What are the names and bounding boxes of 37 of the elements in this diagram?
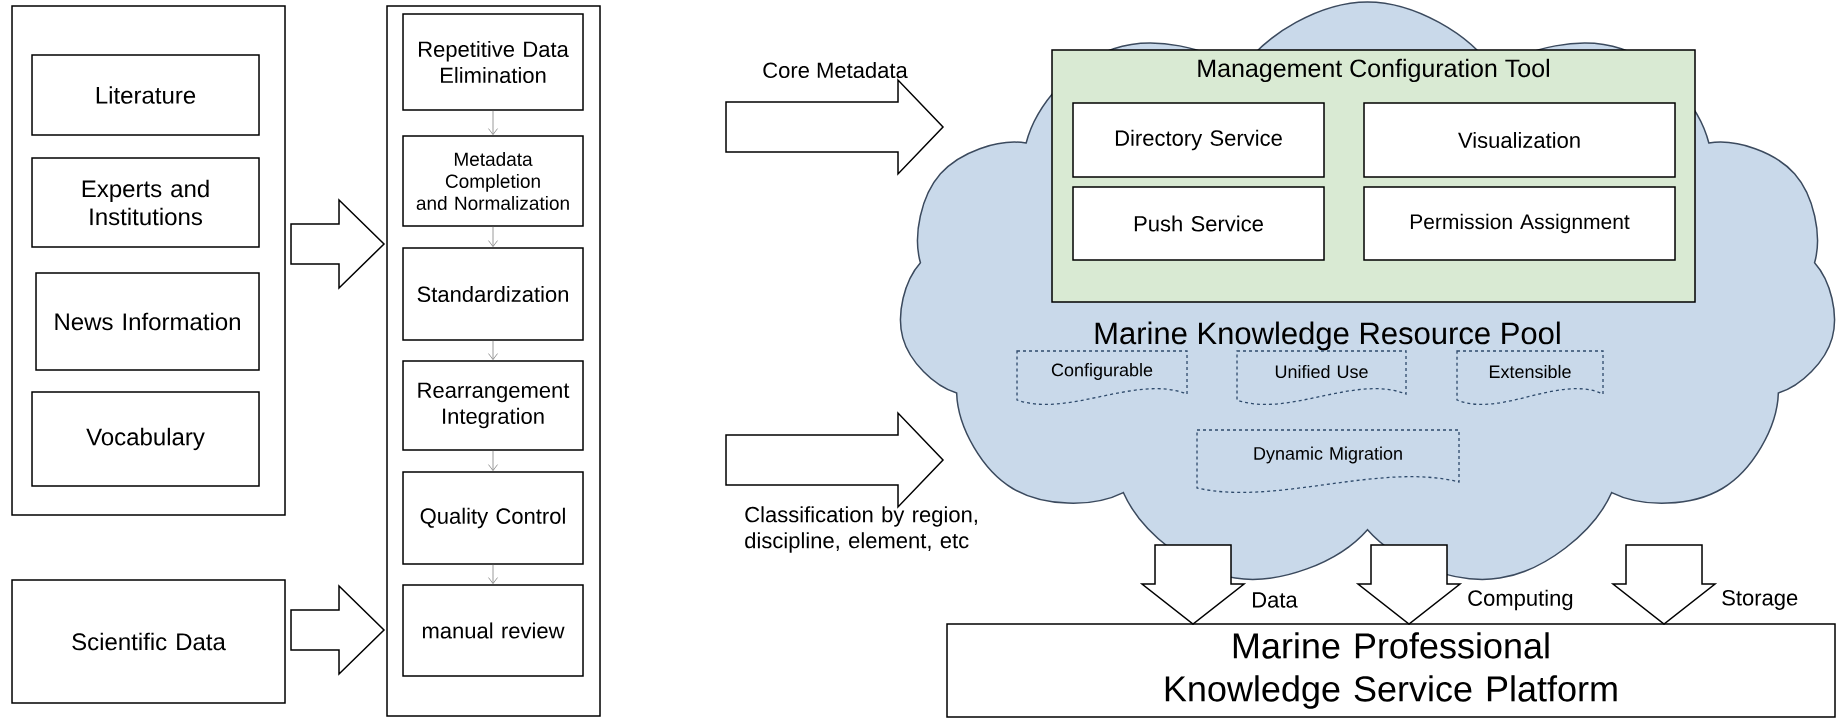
block-arrow [1355,544,1463,625]
process-box: Rearrangement Integration [402,360,584,451]
process-box: Marine Professional Knowledge Service Platform [946,623,1836,718]
feature-box: Configurable [1016,350,1188,406]
feature-box: Dynamic Migration [1196,429,1460,494]
group-frame [11,5,286,516]
edge-label: Computing [1468,589,1573,611]
block-arrow [725,78,945,176]
block-arrow [725,411,945,509]
process-box: Literature [31,54,260,136]
feature-box: Extensible [1456,350,1604,406]
arrow [488,226,498,247]
process-box: Repetitive Data Elimination [402,13,584,111]
arrow [488,564,498,584]
arrow [488,450,498,471]
process-box: manual review [402,584,584,677]
block-arrow [290,198,386,290]
process-box: Scientific Data [11,579,286,704]
arrow [488,340,498,360]
process-box: Metadata Completion and Normalization [402,135,584,227]
process-box: Quality Control [402,471,584,565]
process-box: Visualization [1363,102,1676,178]
edge-label: Data [1253,592,1298,608]
process-box: Vocabulary [31,391,260,487]
edge-label: Storage [1722,590,1798,610]
process-box: Directory Service [1072,102,1325,178]
block-arrow [290,584,386,676]
group-frame [386,5,601,717]
process-box: News Information [35,272,260,371]
process-box: Standardization [402,247,584,341]
process-box: Push Service [1072,186,1325,261]
block-arrow [1610,544,1718,625]
block-arrow [1139,544,1247,625]
feature-box: Unified Use [1236,350,1407,406]
process-box: Permission Assignment [1363,186,1676,261]
process-box: Experts and Institutions [31,157,260,248]
arrow [488,110,498,135]
